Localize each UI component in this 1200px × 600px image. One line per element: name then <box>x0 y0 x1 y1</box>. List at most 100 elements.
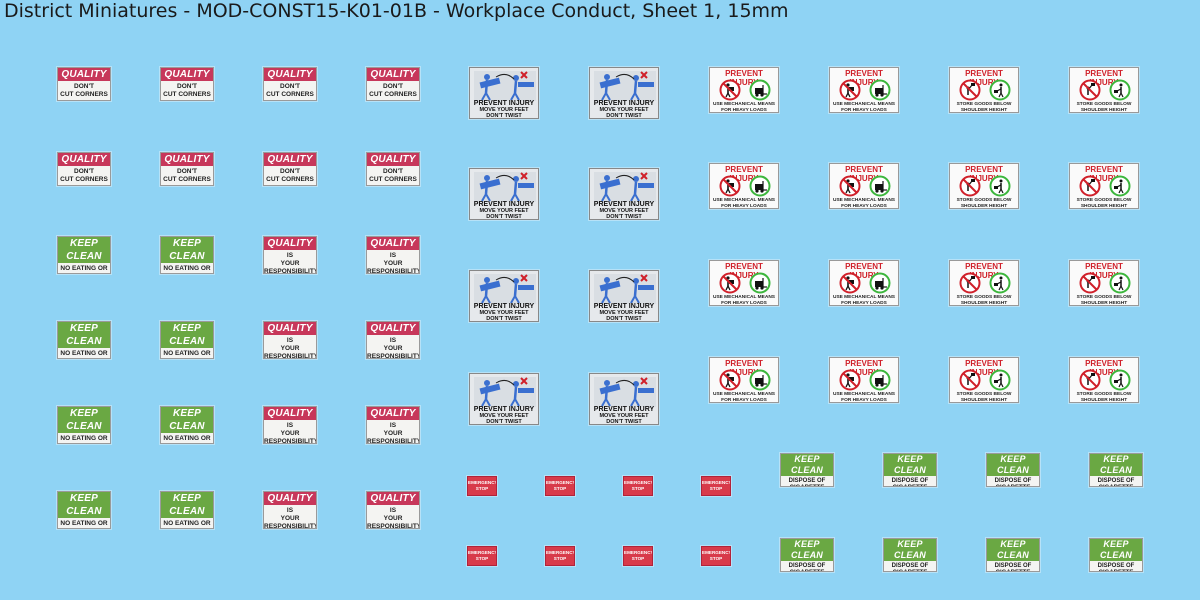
sign-text: USE MECHANICAL MEANS FOR HEAVY LOADS <box>832 198 895 209</box>
mechanical-means-sign: PREVENT INJURY USE MECHANICAL MEANS FOR … <box>709 357 779 403</box>
sign-header: PREVENT INJURY <box>725 359 763 377</box>
correct-storage-icon <box>1109 79 1131 101</box>
sign-text: DON'T TWIST <box>606 316 642 322</box>
no-high-shelf-icon <box>1079 175 1101 197</box>
sign-header: PREVENT INJURY <box>845 359 883 377</box>
sign-text: DON'T TWIST <box>486 316 522 322</box>
sign-header: KEEP CLEAN <box>884 454 936 476</box>
no-manual-lifting-icon <box>839 369 861 391</box>
correct-storage-icon <box>1109 175 1131 197</box>
sign-header: PREVENT INJURY <box>473 100 535 107</box>
figures-lifting-icon <box>594 172 656 202</box>
sign-header: KEEP CLEAN <box>58 237 110 263</box>
sign-header: KEEP CLEAN <box>987 539 1039 561</box>
forklift-icon <box>749 79 771 101</box>
sign-text: STORE GOODS BELOW SHOULDER HEIGHT <box>956 102 1012 113</box>
sign-header: KEEP CLEAN <box>161 322 213 348</box>
sign-text: STORE GOODS BELOW SHOULDER HEIGHT <box>1076 392 1132 403</box>
sign-text: DISPOSE OF CIGARETTE BUTTS THOUGHTFULLY <box>891 563 929 571</box>
no-high-shelf-icon <box>959 369 981 391</box>
keep-clean-eating-sign: KEEP CLEAN NO EATING OR DRINKING IN THIS … <box>160 491 214 529</box>
no-manual-lifting-icon <box>839 79 861 101</box>
correct-storage-icon <box>989 79 1011 101</box>
sign-text: DON'T CUT CORNERS <box>266 168 314 183</box>
mechanical-means-sign: PREVENT INJURY USE MECHANICAL MEANS FOR … <box>709 67 779 113</box>
sign-text: DISPOSE OF CIGARETTE BUTTS THOUGHTFULLY <box>1097 478 1135 486</box>
store-goods-sign: PREVENT INJURY STORE GOODS BELOW SHOULDE… <box>1069 260 1139 306</box>
sign-header: PREVENT INJURY <box>473 406 535 413</box>
no-manual-lifting-icon <box>839 175 861 197</box>
forklift-icon <box>869 175 891 197</box>
sign-text: DON'T CUT CORNERS <box>369 83 417 98</box>
figures-lifting-icon <box>594 274 656 304</box>
sign-text: MOVE YOUR FEET <box>599 208 649 214</box>
sign-header: KEEP CLEAN <box>58 322 110 348</box>
mechanical-means-sign: PREVENT INJURY USE MECHANICAL MEANS FOR … <box>829 260 899 306</box>
sign-text: USE MECHANICAL MEANS FOR HEAVY LOADS <box>832 392 895 403</box>
sign-header: PREVENT INJURY <box>473 303 535 310</box>
sign-text: USE MECHANICAL MEANS FOR HEAVY LOADS <box>712 198 775 209</box>
sign-text: DON'T TWIST <box>486 419 522 425</box>
emergency-stop-sign: EMERGENCY STOP <box>623 546 653 566</box>
store-goods-sign: PREVENT INJURY STORE GOODS BELOW SHOULDE… <box>1069 163 1139 209</box>
sign-header: QUALITY <box>367 153 419 166</box>
sign-header: QUALITY <box>264 237 316 250</box>
sign-text: STORE GOODS BELOW SHOULDER HEIGHT <box>1076 102 1132 113</box>
sign-text: MOVE YOUR FEET <box>479 413 529 419</box>
mechanical-means-sign: PREVENT INJURY USE MECHANICAL MEANS FOR … <box>829 357 899 403</box>
sign-text: DISPOSE OF CIGARETTE BUTTS THOUGHTFULLY <box>788 478 826 486</box>
correct-storage-icon <box>1109 369 1131 391</box>
sign-header: KEEP CLEAN <box>58 407 110 433</box>
sign-text: MOVE YOUR FEET <box>479 208 529 214</box>
no-manual-lifting-icon <box>839 272 861 294</box>
no-manual-lifting-icon <box>719 79 741 101</box>
sign-text: NO EATING OR DRINKING IN THIS AREA <box>163 520 211 527</box>
sign-header: PREVENT INJURY <box>1085 165 1123 183</box>
sign-header: QUALITY <box>367 237 419 250</box>
correct-storage-icon <box>1109 272 1131 294</box>
sign-header: PREVENT INJURY <box>1085 359 1123 377</box>
sign-header: KEEP CLEAN <box>884 539 936 561</box>
sign-text: USE MECHANICAL MEANS FOR HEAVY LOADS <box>832 295 895 306</box>
store-goods-sign: PREVENT INJURY STORE GOODS BELOW SHOULDE… <box>949 357 1019 403</box>
figures-lifting-icon <box>474 71 536 101</box>
sign-text: DON'T TWIST <box>486 113 522 119</box>
sign-text: DON'T CUT CORNERS <box>163 83 211 98</box>
no-high-shelf-icon <box>1079 369 1101 391</box>
sign-header: PREVENT INJURY <box>473 201 535 208</box>
sign-header: QUALITY <box>367 492 419 505</box>
sign-header: PREVENT INJURY <box>593 201 655 208</box>
emergency-stop-sign: EMERGENCY STOP <box>545 476 575 496</box>
store-goods-sign: PREVENT INJURY STORE GOODS BELOW SHOULDE… <box>949 260 1019 306</box>
sign-header: PREVENT INJURY <box>965 69 1003 87</box>
sign-text: USE MECHANICAL MEANS FOR HEAVY LOADS <box>712 295 775 306</box>
figures-lifting-icon <box>474 377 536 407</box>
store-goods-sign: PREVENT INJURY STORE GOODS BELOW SHOULDE… <box>1069 67 1139 113</box>
forklift-icon <box>869 79 891 101</box>
sign-header: QUALITY <box>264 407 316 420</box>
mechanical-means-sign: PREVENT INJURY USE MECHANICAL MEANS FOR … <box>709 260 779 306</box>
figures-lifting-icon <box>474 274 536 304</box>
sign-header: KEEP CLEAN <box>161 492 213 518</box>
sign-text: MOVE YOUR FEET <box>599 107 649 113</box>
sign-text: DON'T CUT CORNERS <box>163 168 211 183</box>
sign-header: PREVENT INJURY <box>965 359 1003 377</box>
